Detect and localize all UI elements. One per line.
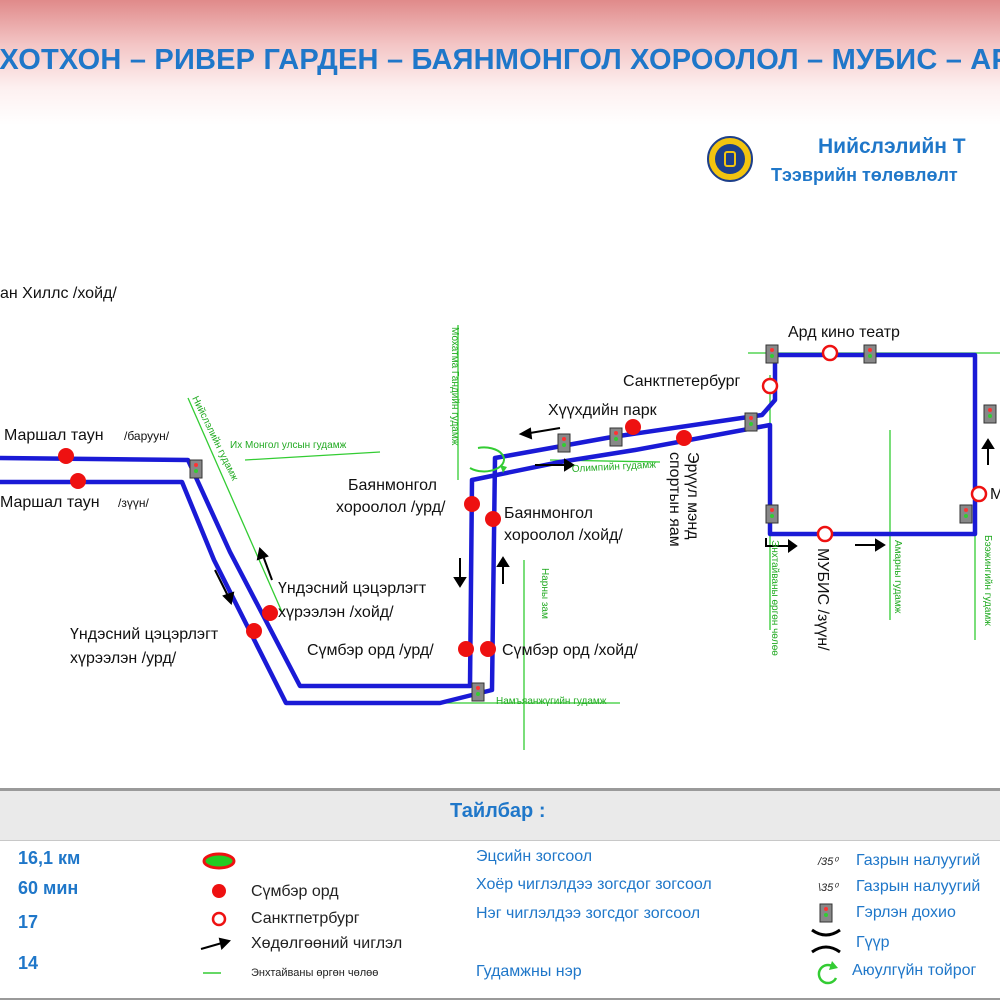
two-way-stop-icon	[212, 884, 226, 898]
stop-label-mubis: МУБИС /зүүн/	[814, 548, 831, 651]
route-lines	[0, 352, 978, 706]
legend-spb-label: Санктпетрбург	[251, 910, 360, 927]
stop-label-health-1: Эрүүл мэнд	[684, 452, 701, 540]
stop-label-park-south-1: Үндэсний цэцэрлэгт	[70, 626, 219, 643]
terminal-stop-icon	[202, 852, 236, 870]
legend-title: Тайлбар :	[450, 800, 546, 822]
stop-label-marshal-west-dir: /баруун/	[124, 429, 170, 443]
street-label-olympic: Олимпийн гудамж	[572, 460, 657, 475]
stop-label-park-south-2: хүрээлэн /урд/	[70, 650, 177, 667]
legend-traffic-light-label: Гэрлэн дохио	[856, 904, 956, 921]
direction-arrows	[214, 427, 995, 606]
stop-labels: ан Хиллс /хойд/ Маршал таун /баруун/ Мар…	[0, 285, 1000, 667]
roundabout-icon	[469, 446, 507, 473]
stop-label-bayan-south-1: Баянмонгол	[348, 477, 437, 494]
legend-slope-down-label: Газрын налуугий	[856, 878, 981, 895]
legend-direction-label: Хөдөлгөөний чиглэл	[251, 935, 403, 952]
one-way-stops	[761, 344, 988, 543]
street-label-baga-toiruu: Бээжингийн гудамж	[982, 535, 993, 626]
legend-roundabout-label: Аюулгүйн тойрог	[852, 962, 977, 979]
legend-symbols	[200, 852, 841, 985]
bridge-icon	[765, 538, 780, 547]
stop-label-park-north-2: хүрээлэн /хойд/	[278, 604, 394, 621]
stop-label-hills: ан Хиллс /хойд/	[0, 285, 117, 302]
legend-bridge-label: Гүүр	[856, 934, 890, 951]
stop-label-health-2: спортын яам	[666, 452, 683, 547]
slope-down-icon: \35⁰	[818, 882, 838, 894]
route-map: ан Хиллс /хойд/ Маршал таун /баруун/ Мар…	[0, 285, 1000, 750]
legend-street-name-label: Гудамжны нэр	[476, 963, 582, 980]
roundabout-legend-icon	[817, 961, 838, 985]
legend-terminal-label: Эцсийн зогсоол	[476, 848, 593, 865]
legend-sumber-label: Сүмбэр орд	[251, 883, 339, 900]
legend-one-way-label: Нэг чиглэлдээ зогсдог зогсоол	[476, 905, 701, 922]
street-label-amarny: Амарны гудамж	[892, 540, 903, 614]
stop-label-marshal-east-dir: /зүүн/	[118, 496, 149, 510]
stat-distance: 16,1 км	[18, 848, 81, 868]
org-department: Тээврийн төлөвлөлт	[771, 165, 958, 185]
stat-count-1: 17	[18, 912, 39, 932]
title-banner: С ХОТХОН – РИВЕР ГАРДЕН – БАЯНМОНГОЛ ХОР…	[0, 0, 1000, 125]
traffic-light-icons	[189, 344, 997, 702]
street-label-narny: Нарны зам	[539, 568, 550, 619]
stop-label-spb: Санктпетербург	[623, 373, 740, 390]
legend-peace-avenue-label: Энхтайваны өргөн чөлөө	[251, 967, 379, 979]
stop-label-bayan-north-1: Баянмонгол	[504, 505, 593, 522]
stop-label-sumber-north: Сүмбэр орд /хойд/	[502, 642, 639, 659]
stop-label-cinema: Ард кино театр	[788, 324, 900, 341]
stat-duration: 60 мин	[18, 878, 79, 898]
one-way-stop-icon	[211, 911, 227, 927]
two-way-stops	[58, 419, 692, 657]
stop-label-m-right: М	[990, 486, 1000, 503]
org-name: Нийслэлийн Т	[818, 135, 966, 158]
stat-count-2: 14	[18, 953, 39, 973]
direction-legend-icon	[200, 937, 231, 950]
city-emblem-logo	[707, 136, 753, 182]
stop-label-sumber-south: Сүмбэр орд /урд/	[307, 642, 434, 659]
route-title: С ХОТХОН – РИВЕР ГАРДЕН – БАЯНМОНГОЛ ХОР…	[0, 44, 1000, 76]
stop-label-marshal-east: Маршал таун	[0, 494, 100, 511]
stop-label-bayan-south-2: хороолол /урд/	[336, 499, 446, 516]
stop-label-park-north-1: Үндэсний цэцэрлэгт	[278, 580, 427, 597]
stop-label-kids-park: Хүүхдийн парк	[548, 402, 658, 419]
legend-body	[0, 840, 1000, 998]
bridge-legend-icon	[811, 928, 841, 954]
slope-up-icon: /35⁰	[818, 856, 838, 868]
traffic-light-legend-icon	[819, 903, 833, 923]
street-label-gandi: Мохатма Гандийн гудамж	[449, 327, 460, 446]
street-label-peace: Энхтайваны өргөн чөлөө	[769, 540, 780, 656]
stop-label-bayan-north-2: хороолол /хойд/	[504, 527, 623, 544]
legend-two-way-label: Хоёр чиглэлдээ зогсдог зогсоол	[476, 876, 712, 893]
street-label-namyanju: Намъяанжүгийн гудамж	[496, 696, 607, 707]
street-label-ikh-mongol: Их Монгол улсын гудамж	[230, 440, 347, 451]
legend-slope-up-label: Газрын налуугий	[856, 852, 981, 869]
stop-label-marshal-west: Маршал таун	[4, 427, 104, 444]
